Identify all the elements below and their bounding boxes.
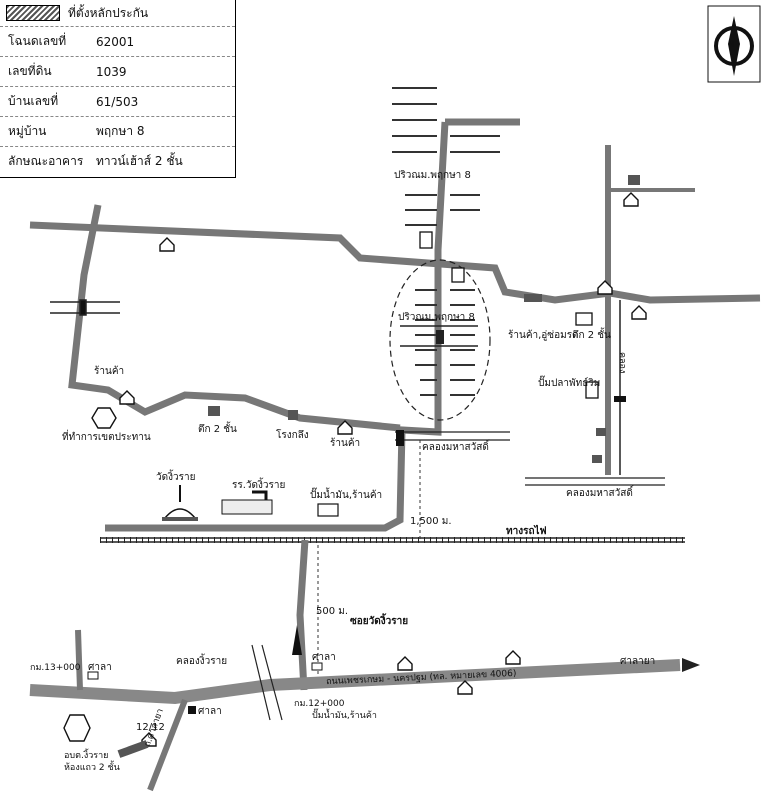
label-shop-mid: ร้านค้า bbox=[330, 438, 361, 449]
village-streets bbox=[392, 87, 500, 396]
legend-row: บ้านเลขที่ 61/503 bbox=[0, 86, 235, 116]
label-railway: ทางรถไฟ bbox=[506, 526, 547, 537]
label-district-office: ที่ทำการเขตประทาน bbox=[62, 432, 151, 443]
label-salaya: ศาลายา bbox=[620, 656, 656, 667]
legend-key: ลักษณะอาคาร bbox=[8, 154, 84, 168]
highway-main bbox=[29, 659, 681, 705]
seven-eleven-box bbox=[451, 267, 465, 283]
label-sala-3: ศาลา bbox=[198, 706, 222, 717]
shophouse-icon bbox=[117, 740, 149, 758]
building-icons bbox=[208, 175, 640, 463]
temple-icon bbox=[162, 485, 198, 521]
gas-station-mid-icon bbox=[317, 503, 339, 517]
label-canal-upper: คลองมหาสวัสดิ์ bbox=[422, 442, 489, 453]
school-icon bbox=[221, 490, 273, 515]
label-two-storey: ตึก 2 ชั้น bbox=[198, 424, 237, 435]
sala-icon-3 bbox=[188, 706, 196, 714]
road-km13-north bbox=[75, 629, 83, 691]
shop-east-box bbox=[575, 312, 593, 326]
legend-key: เลขที่ดิน bbox=[8, 64, 52, 78]
hexagon-tambon-icon bbox=[63, 714, 91, 742]
label-shop-left: ร้านค้า bbox=[94, 366, 125, 377]
legend-value: 61/503 bbox=[96, 94, 139, 109]
hexagon-district-icon bbox=[91, 407, 117, 429]
label-wat: วัดงิ้วราย bbox=[156, 472, 196, 483]
label-school: รร.วัดงิ้วราย bbox=[232, 480, 286, 491]
canal-ngiw-rai-1 bbox=[251, 644, 271, 721]
legend-value: 1039 bbox=[96, 64, 127, 79]
label-distance-1500: 1,500 ม. bbox=[410, 516, 452, 527]
bridge-village bbox=[400, 325, 478, 347]
legend-row: โฉนดเลขที่ 62001 bbox=[0, 26, 235, 56]
canal-mahawasadi-upper bbox=[395, 431, 510, 441]
label-gas-station-mid: ปั๊มน้ำมัน,ร้านค้า bbox=[310, 490, 383, 501]
gas-station-box bbox=[585, 381, 599, 399]
railway-track bbox=[100, 537, 685, 543]
legend-key: โฉนดเลขที่ bbox=[8, 34, 67, 48]
sala-icon-1 bbox=[87, 671, 99, 680]
label-sala-2: ศาลา bbox=[312, 652, 336, 663]
label-canal-lower: คลองมหาสวัสดิ์ bbox=[566, 488, 633, 499]
label-pruksa-mid: ปริวณม.พฤกษา 8 bbox=[398, 312, 475, 323]
label-pruksa-top: ปริวณม.พฤกษา 8 bbox=[394, 170, 471, 181]
legend-value: พฤกษา 8 bbox=[96, 124, 145, 138]
house-icons bbox=[119, 192, 647, 747]
label-sala-1: ศาลา bbox=[88, 662, 112, 673]
canal-mahawasadi-lower bbox=[525, 477, 665, 486]
sala-icon-2 bbox=[311, 662, 323, 671]
label-shop-east: ร้านค้า,อู่ซ่อมรถ bbox=[508, 330, 579, 341]
highway-arrow-icon bbox=[682, 658, 700, 672]
label-klong-vertical: คลอง bbox=[617, 352, 627, 374]
legend-row: ลักษณะอาคาร ทาวน์เฮ้าส์ 2 ชั้น bbox=[0, 146, 235, 176]
road-soi-wat-ngiw-rai bbox=[296, 539, 309, 691]
legend-title: ที่ตั้งหลักประกัน bbox=[68, 5, 149, 20]
property-marker bbox=[436, 330, 444, 344]
bridge-west bbox=[50, 299, 120, 316]
property-highlight-ellipse bbox=[389, 259, 491, 421]
compass-letter: N bbox=[728, 40, 735, 50]
north-arrow-icon bbox=[707, 5, 761, 83]
label-khlong-ngiw: คลองงิ้วราย bbox=[176, 656, 228, 667]
label-two-storey-east: ตึก 2 ชั้น bbox=[572, 330, 611, 341]
legend-row: เลขที่ดิน 1039 bbox=[0, 56, 235, 86]
legend-key: หมู่บ้าน bbox=[8, 124, 47, 138]
canal-ngiw-rai-2 bbox=[261, 644, 283, 721]
bridge-east bbox=[614, 396, 626, 402]
legend-box: ที่ตั้งหลักประกัน โฉนดเลขที่ 62001 เลขที่… bbox=[0, 0, 236, 178]
label-distance-500: 500 ม. bbox=[316, 606, 349, 617]
legend-row: หมู่บ้าน พฤกษา 8 bbox=[0, 116, 235, 146]
legend-value: 62001 bbox=[96, 34, 135, 49]
label-shophouse: ห้องแถว 2 ชั้น bbox=[64, 763, 120, 773]
legend-value: ทาวน์เฮ้าส์ 2 ชั้น bbox=[96, 154, 183, 168]
shop-north-box bbox=[419, 231, 433, 249]
label-gas-station-east: ปั๊มปลาพัทธ์ริม bbox=[538, 378, 601, 389]
road-south-salaya bbox=[147, 698, 188, 792]
label-km13: กม.13+000 bbox=[30, 663, 81, 673]
label-soi-wat: ซอยวัดงิ้วราย bbox=[350, 616, 409, 627]
label-gas-station-south: ปั๊มน้ำมัน,ร้านค้า bbox=[312, 711, 377, 721]
road-west-loop bbox=[68, 204, 401, 432]
legend-key: บ้านเลขที่ bbox=[8, 94, 59, 108]
collateral-swatch-icon bbox=[6, 5, 60, 21]
legend-title-row: ที่ตั้งหลักประกัน bbox=[0, 0, 235, 26]
antenna-icon bbox=[292, 625, 302, 655]
label-km12: กม.12+000 bbox=[294, 699, 345, 709]
bridge-canal bbox=[396, 430, 404, 446]
label-factory: โรงกลึง bbox=[276, 430, 309, 441]
road-upper-east-west bbox=[29, 221, 761, 304]
label-seven-eleven: 12/12 bbox=[136, 722, 165, 733]
label-district: อบต.งิ้วราย bbox=[64, 751, 109, 761]
